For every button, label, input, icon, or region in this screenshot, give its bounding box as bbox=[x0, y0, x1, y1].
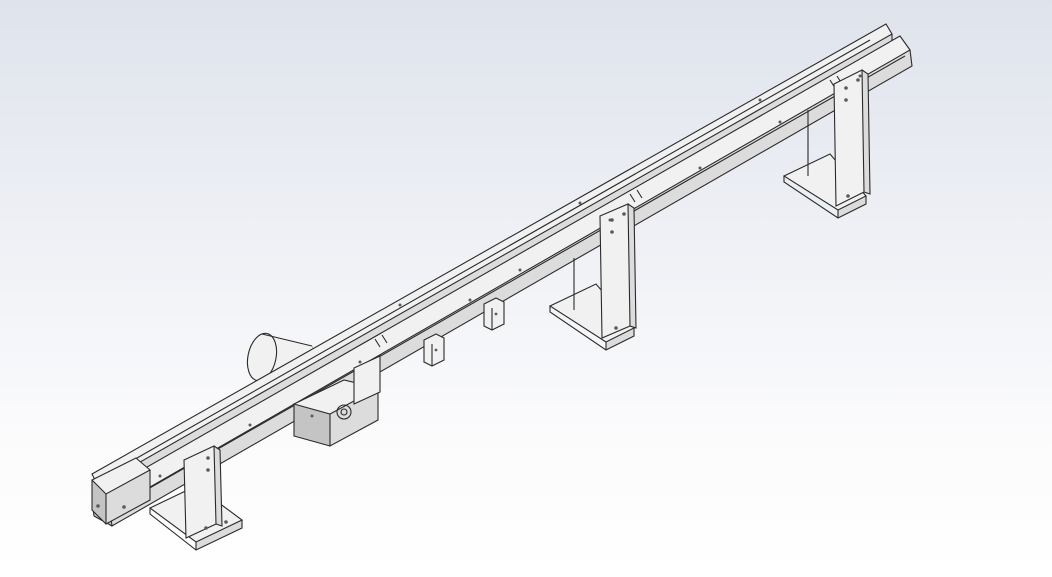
bracket-icon[interactable] bbox=[423, 297, 505, 367]
gearbox-icon[interactable] bbox=[292, 355, 381, 447]
support-stand-icon[interactable] bbox=[148, 445, 244, 551]
rail-holes bbox=[158, 74, 862, 478]
support-stand-icon[interactable] bbox=[782, 69, 871, 219]
support-stand-icon[interactable] bbox=[548, 203, 637, 351]
rear-rail-icon[interactable] bbox=[91, 23, 893, 501]
end-cap-icon[interactable] bbox=[91, 457, 151, 525]
